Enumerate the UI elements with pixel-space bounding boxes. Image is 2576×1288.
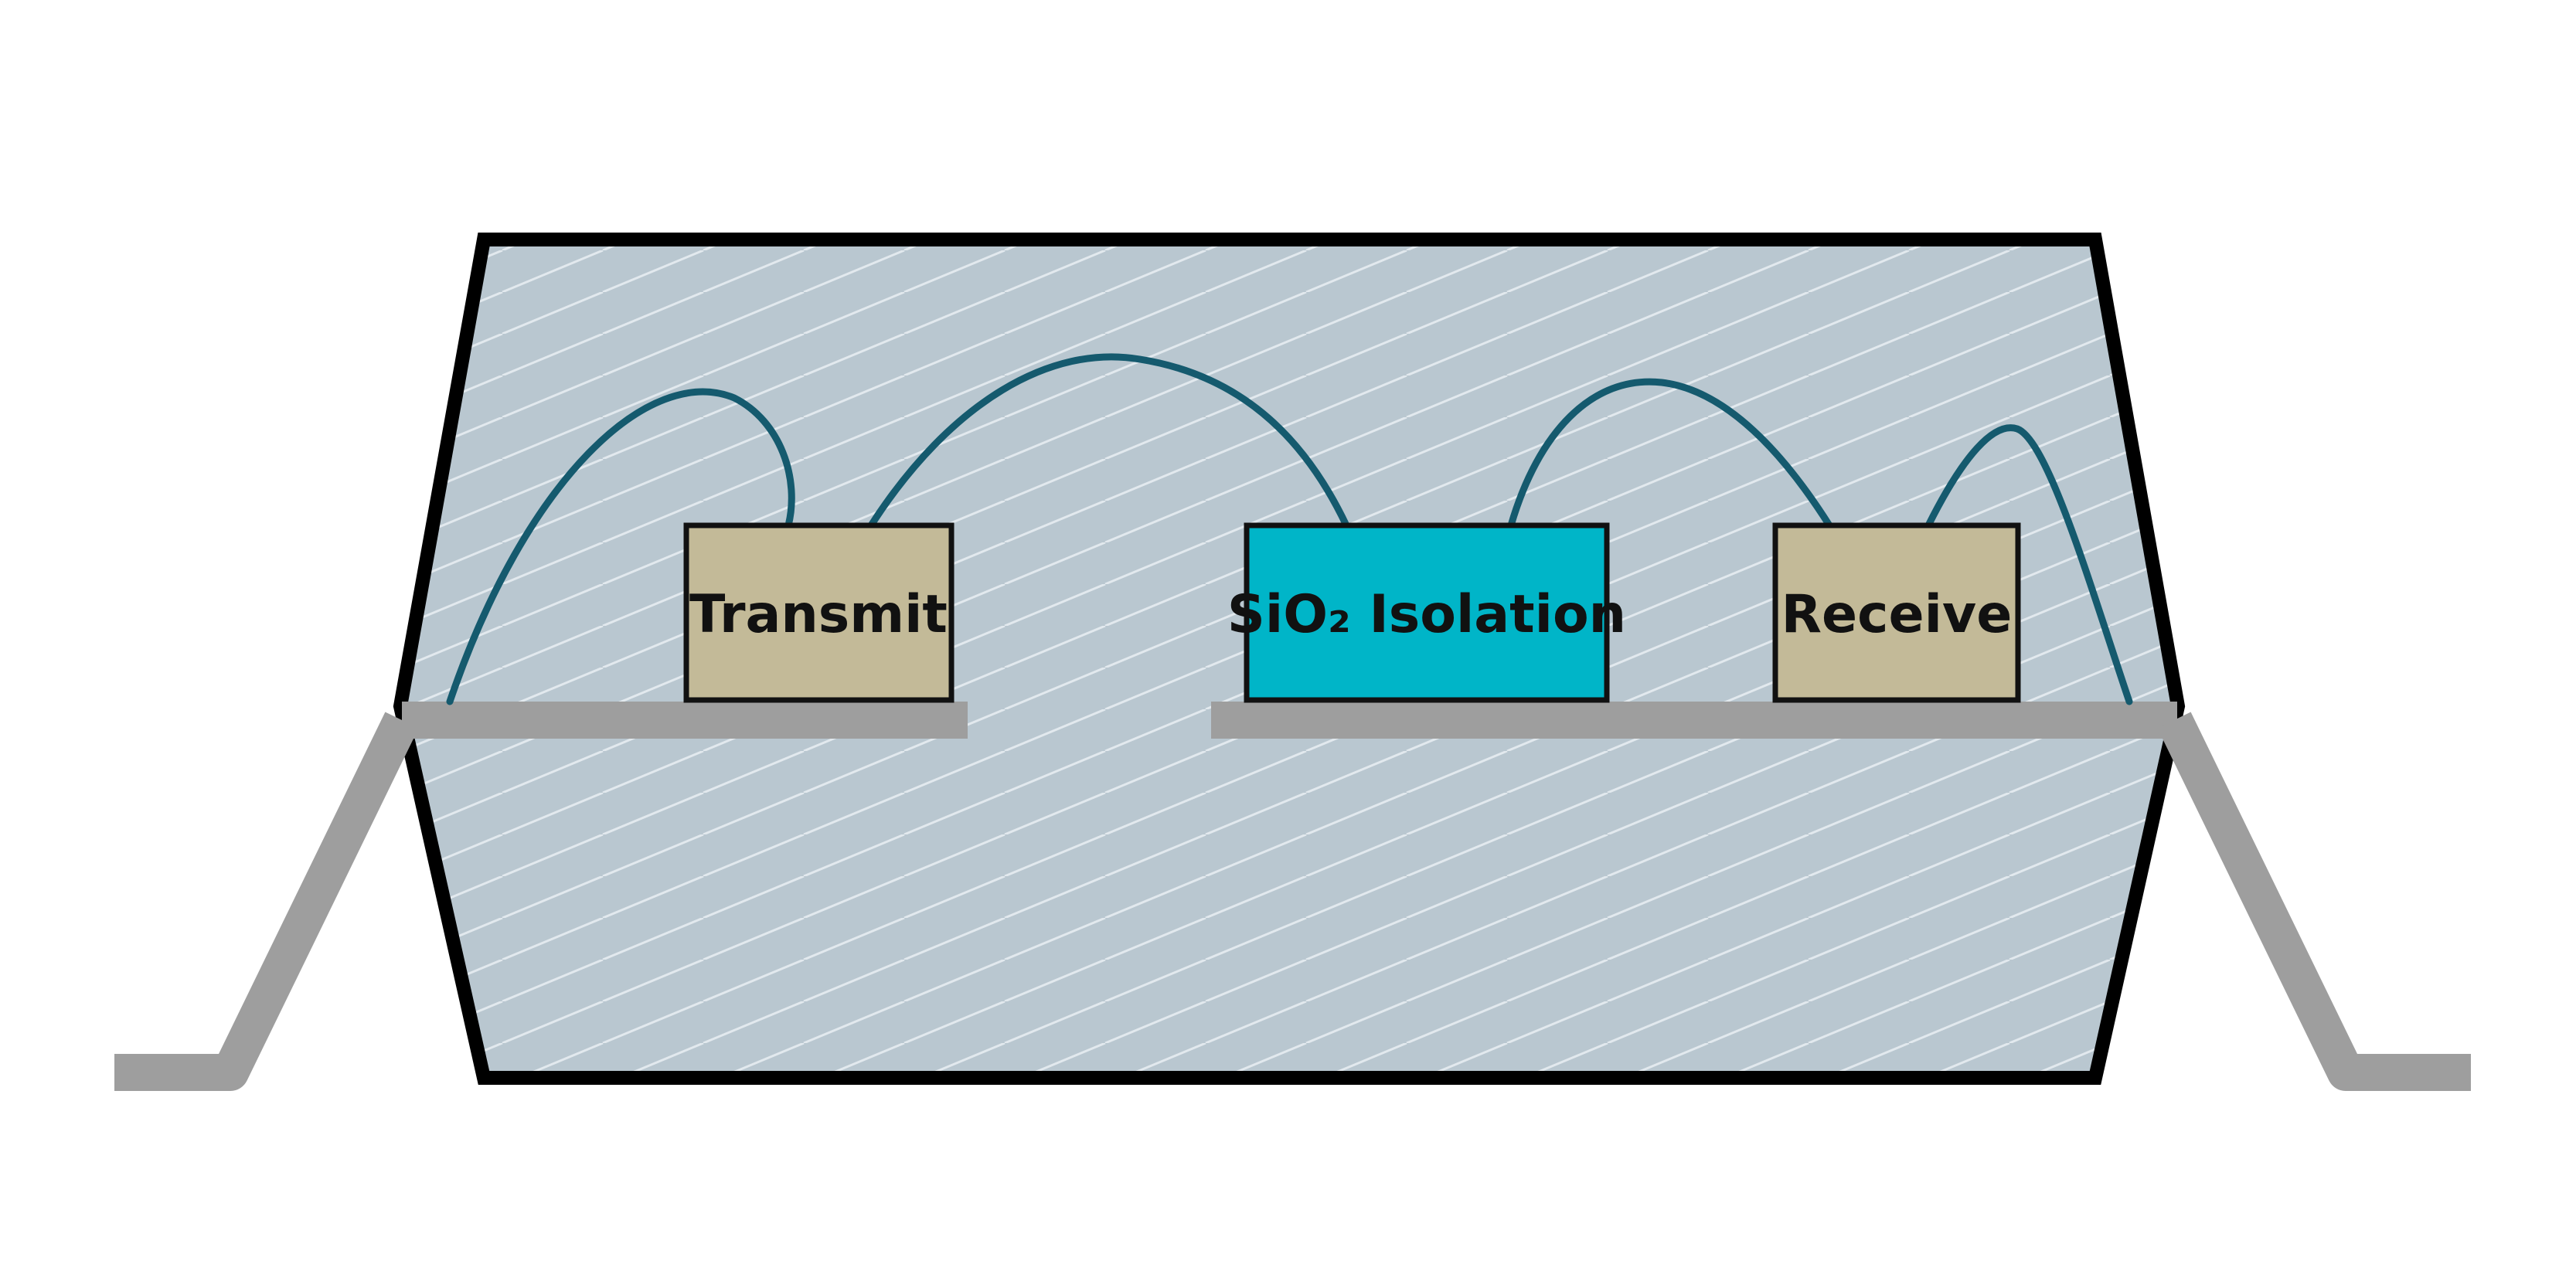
- bond-wire-left-lead-to-transmit: [446, 388, 795, 705]
- right-external-lead: [2157, 712, 2471, 1091]
- transmit-die: Transmit: [683, 522, 955, 703]
- transmit-die-label: Transmit: [689, 584, 948, 645]
- receive-die-label: Receive: [1781, 584, 2013, 645]
- transmit-die-body: [683, 522, 955, 703]
- right-lead-frame-paddle: [1211, 702, 2177, 739]
- sio2-isolation-die: SiO₂ Isolation: [1227, 522, 1626, 703]
- left-lead-frame-paddle: [402, 702, 968, 739]
- bond-wire-isolation-to-receive: [1507, 378, 1833, 529]
- receive-die: Receive: [1772, 522, 2021, 703]
- bond-wire-transmit-to-isolation: [867, 353, 1350, 529]
- receive-die-body: [1772, 522, 2021, 703]
- sio2-isolation-die-label: SiO₂ Isolation: [1227, 584, 1626, 645]
- sio2-isolation-die-body: [1244, 522, 1610, 703]
- left-external-lead: [114, 712, 419, 1091]
- bond-wire-receive-to-right-lead: [1924, 424, 2133, 705]
